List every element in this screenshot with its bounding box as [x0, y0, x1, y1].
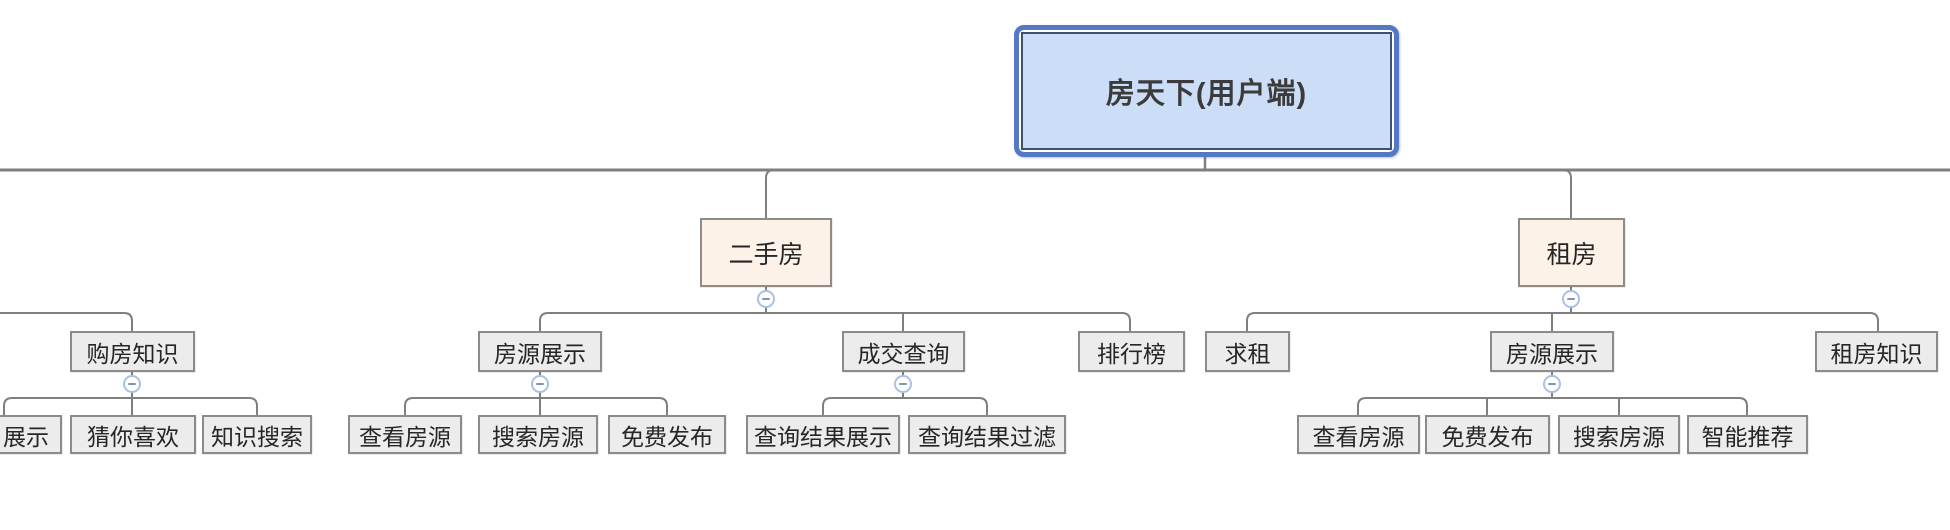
node-buying-knowledge[interactable]: 购房知识 — [70, 331, 195, 372]
node-rent-knowledge[interactable]: 租房知识 — [1815, 331, 1938, 372]
collapse-icon[interactable] — [894, 375, 912, 393]
node-search-listing-esf[interactable]: 搜索房源 — [478, 415, 598, 454]
node-smart-recommend[interactable]: 智能推荐 — [1687, 415, 1808, 454]
node-second-hand-house[interactable]: 二手房 — [700, 218, 832, 287]
node-fangtianxia-root[interactable]: 房天下(用户端) — [1014, 25, 1399, 157]
collapse-icon[interactable] — [1562, 290, 1580, 308]
collapse-icon[interactable] — [757, 290, 775, 308]
node-ranking[interactable]: 排行榜 — [1078, 331, 1185, 372]
node-listing-display-esf[interactable]: 房源展示 — [478, 331, 602, 372]
node-query-result-filter[interactable]: 查询结果过滤 — [908, 415, 1066, 454]
root-label: 房天下(用户端) — [1021, 32, 1392, 150]
node-deal-query[interactable]: 成交查询 — [842, 331, 965, 372]
node-rent-seeking[interactable]: 求租 — [1205, 331, 1290, 372]
collapse-icon[interactable] — [531, 375, 549, 393]
minus-bar — [128, 383, 136, 385]
node-free-publish-esf[interactable]: 免费发布 — [608, 415, 726, 454]
node-rent-house[interactable]: 租房 — [1518, 218, 1625, 287]
node-display-cutoff[interactable]: 展示 — [0, 415, 62, 454]
minus-bar — [762, 298, 770, 300]
collapse-icon[interactable] — [1543, 375, 1561, 393]
node-listing-display-rent[interactable]: 房源展示 — [1490, 331, 1614, 372]
node-query-result-display[interactable]: 查询结果展示 — [746, 415, 900, 454]
node-view-listing-esf[interactable]: 查看房源 — [348, 415, 462, 454]
node-knowledge-search[interactable]: 知识搜索 — [202, 415, 312, 454]
node-guess-you-like[interactable]: 猜你喜欢 — [70, 415, 196, 454]
minus-bar — [899, 383, 907, 385]
minus-bar — [1567, 298, 1575, 300]
node-search-listing-rent[interactable]: 搜索房源 — [1558, 415, 1680, 454]
node-free-publish-rent[interactable]: 免费发布 — [1425, 415, 1550, 454]
minus-bar — [1548, 383, 1556, 385]
node-view-listing-rent[interactable]: 查看房源 — [1297, 415, 1420, 454]
minus-bar — [536, 383, 544, 385]
collapse-icon[interactable] — [123, 375, 141, 393]
